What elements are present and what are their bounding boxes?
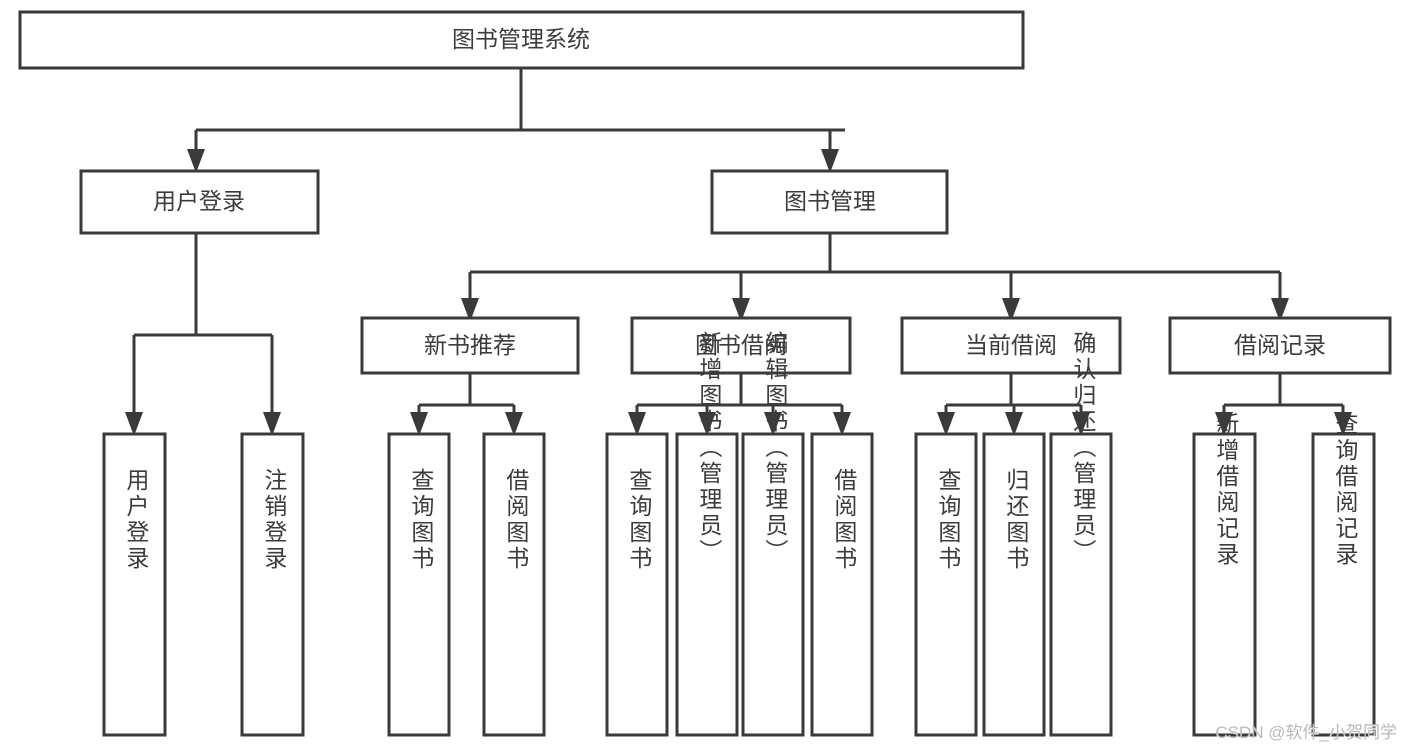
new-book-recommend-box[interactable] — [360, 316, 580, 375]
node-leaf-return-book[interactable]: 归还图书 — [982, 432, 1046, 737]
arrow-to-book-manage — [821, 149, 839, 173]
leaf-query-record-box[interactable] — [1311, 432, 1376, 737]
borrow-record-label: 借阅记录 — [1234, 332, 1326, 358]
leaf-borrow-book-2-label: 借阅图书 — [831, 468, 858, 572]
leaf-borrow-book-1-box[interactable] — [482, 432, 546, 737]
user-login-label: 用户登录 — [153, 188, 245, 214]
watermark-text: CSDN @软件_小贺同学 — [1215, 723, 1397, 742]
root-box[interactable] — [18, 10, 1025, 70]
node-borrow-record[interactable]: 借阅记录 — [1168, 316, 1392, 375]
node-leaf-borrow-book-2[interactable]: 借阅图书 — [810, 432, 874, 737]
leaf-user-logout-label: 注销登录 — [261, 468, 288, 572]
book-borrow-label: 图书借阅 — [695, 332, 787, 358]
node-leaf-add-record[interactable]: 新增借阅记录 — [1192, 412, 1257, 737]
arrow-leaf-return-book — [1005, 412, 1023, 436]
leaf-add-book-label: 新增图书（管理员） — [696, 331, 723, 565]
connector-group — [125, 68, 1352, 436]
node-book-manage[interactable]: 图书管理 — [710, 169, 949, 235]
user-login-box[interactable] — [79, 169, 320, 235]
new-book-recommend-label: 新书推荐 — [424, 332, 516, 358]
current-borrow-box[interactable] — [900, 316, 1122, 375]
node-leaf-confirm-return[interactable]: 确认归还（管理员） — [1049, 331, 1113, 737]
root-label: 图书管理系统 — [452, 26, 590, 52]
arrow-leaf-query-book-1 — [410, 412, 428, 436]
leaf-borrow-book-1-label: 借阅图书 — [503, 468, 530, 572]
leaf-add-record-label: 新增借阅记录 — [1213, 412, 1240, 568]
leaf-borrow-book-2-box[interactable] — [810, 432, 874, 737]
leaf-edit-book-label: 编辑图书（管理员） — [762, 331, 789, 565]
leaf-confirm-return-box[interactable] — [1049, 432, 1113, 737]
leaf-query-book-3-label: 查询图书 — [935, 468, 962, 572]
leaf-query-record-label: 查询借阅记录 — [1332, 412, 1359, 568]
node-leaf-borrow-book-1[interactable]: 借阅图书 — [482, 432, 546, 737]
leaf-return-book-box[interactable] — [982, 432, 1046, 737]
arrow-leaf-query-book-2 — [628, 412, 646, 436]
borrow-record-box[interactable] — [1168, 316, 1392, 375]
node-leaf-edit-book[interactable]: 编辑图书（管理员） — [741, 331, 805, 737]
leaf-return-book-label: 归还图书 — [1003, 468, 1030, 572]
node-leaf-query-book-1[interactable]: 查询图书 — [387, 432, 451, 737]
leaf-user-logout-box[interactable] — [240, 432, 305, 737]
book-manage-box[interactable] — [710, 169, 949, 235]
node-book-borrow[interactable]: 图书借阅 — [630, 316, 852, 375]
node-leaf-query-book-2[interactable]: 查询图书 — [605, 432, 669, 737]
node-leaf-user-logout[interactable]: 注销登录 — [240, 432, 305, 737]
arrow-leaf-borrow-book-2 — [833, 412, 851, 436]
leaf-user-login-label: 用户登录 — [123, 468, 150, 572]
arrow-to-user-login — [187, 149, 205, 173]
node-leaf-query-record[interactable]: 查询借阅记录 — [1311, 412, 1376, 737]
leaf-confirm-return-label: 确认归还（管理员） — [1070, 331, 1097, 565]
arrow-leaf-user-logout — [263, 412, 281, 436]
arrow-leaf-query-book-3 — [937, 412, 955, 436]
node-current-borrow[interactable]: 当前借阅 — [900, 316, 1122, 375]
node-leaf-query-book-3[interactable]: 查询图书 — [914, 432, 978, 737]
leaf-query-book-1-label: 查询图书 — [408, 468, 435, 572]
current-borrow-label: 当前借阅 — [965, 332, 1057, 358]
leaf-query-book-2-label: 查询图书 — [626, 468, 653, 572]
leaf-query-book-3-box[interactable] — [914, 432, 978, 737]
node-leaf-add-book[interactable]: 新增图书（管理员） — [675, 331, 739, 737]
node-user-login[interactable]: 用户登录 — [79, 169, 320, 235]
arrow-leaf-user-login — [125, 412, 143, 436]
arrow-leaf-borrow-book-1 — [505, 412, 523, 436]
leaf-query-book-2-box[interactable] — [605, 432, 669, 737]
node-root[interactable]: 图书管理系统 — [18, 10, 1025, 70]
book-borrow-box[interactable] — [630, 316, 852, 375]
leaf-user-login-box[interactable] — [102, 432, 167, 737]
node-new-book-recommend[interactable]: 新书推荐 — [360, 316, 580, 375]
node-leaf-user-login[interactable]: 用户登录 — [102, 432, 167, 737]
leaf-add-book-box[interactable] — [675, 432, 739, 737]
book-manage-label: 图书管理 — [784, 188, 876, 214]
leaf-add-record-box[interactable] — [1192, 432, 1257, 737]
leaf-edit-book-box[interactable] — [741, 432, 805, 737]
leaf-query-book-1-box[interactable] — [387, 432, 451, 737]
